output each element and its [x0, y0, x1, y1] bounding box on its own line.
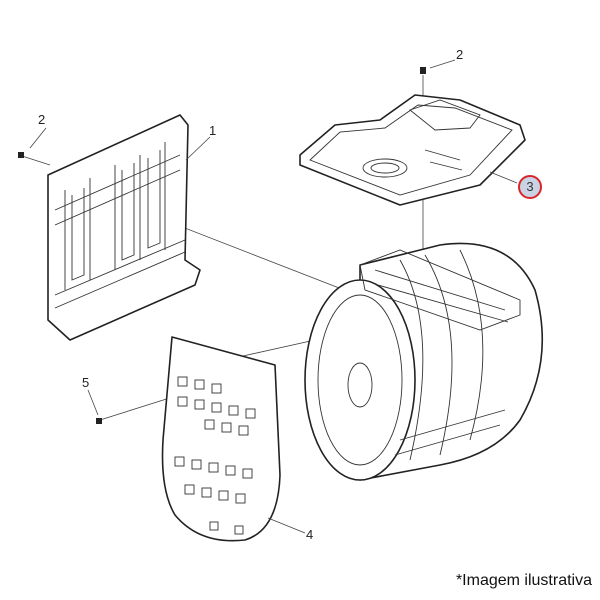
illustrative-image-caption: *Imagem ilustrativa: [455, 572, 592, 589]
callout-label-5: 5: [82, 375, 90, 390]
screw-icon: [96, 418, 102, 424]
part-4-front-cover[interactable]: [161, 336, 281, 542]
callout-label-2: 2: [456, 47, 464, 62]
callout-label-2: 2: [38, 112, 46, 127]
part-1-rear-panel[interactable]: [47, 114, 201, 341]
callout-label-1: 1: [209, 123, 217, 138]
screw-icon: [18, 152, 24, 158]
callout-leaders: [29, 59, 518, 534]
callout-label-3-highlighted[interactable]: 3: [518, 175, 542, 199]
part-3-top-plate[interactable]: [299, 94, 526, 206]
screw-icon: [420, 67, 426, 74]
callout-label-4: 4: [306, 527, 314, 542]
drum-housing[interactable]: [304, 242, 544, 481]
